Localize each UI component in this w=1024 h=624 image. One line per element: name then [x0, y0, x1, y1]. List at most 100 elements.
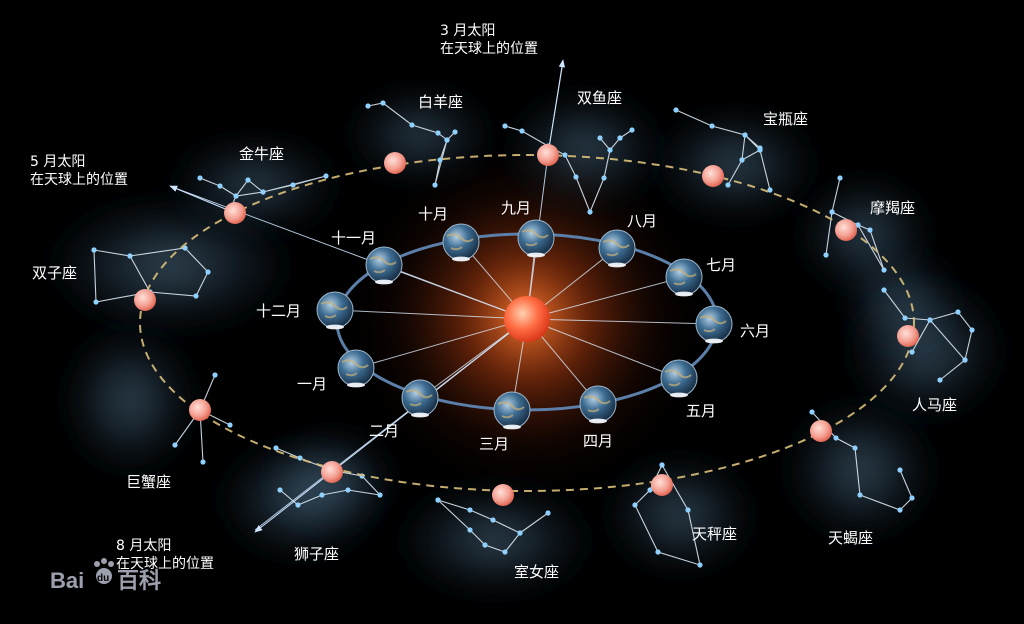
star-sagittarius-1 — [902, 315, 908, 321]
spoke-10 — [383, 264, 528, 320]
star-capricorn-0 — [837, 175, 843, 181]
watermark-brand: Bai — [50, 568, 84, 593]
month-label-feb: 二月 — [369, 422, 399, 440]
month-label-dec: 十二月 — [256, 302, 301, 320]
star-gemini-8 — [93, 299, 99, 305]
star-aries-0 — [365, 103, 371, 109]
month-label-mar: 三月 — [479, 435, 509, 453]
star-virgo-8 — [467, 527, 473, 533]
star-capricorn-2 — [823, 252, 829, 258]
star-scorpio-5 — [909, 495, 915, 501]
spoke-4 — [526, 318, 680, 379]
earth-land-4 — [664, 369, 692, 387]
star-capricorn-6 — [867, 227, 873, 233]
star-taurus-6 — [260, 189, 266, 195]
star-libra-4 — [697, 562, 703, 568]
sun — [504, 296, 550, 342]
earth-ice-5 — [705, 338, 723, 344]
star-cancer-6 — [227, 422, 233, 428]
star-virgo-9 — [435, 497, 441, 503]
nebula-glow-layer — [30, 90, 1010, 595]
star-aquarius-8 — [739, 157, 745, 163]
note-august-line2: 在天球上的位置 — [116, 556, 214, 572]
star-gemini-6 — [127, 253, 133, 259]
sun-marker-6 — [651, 474, 673, 496]
star-leo-7 — [295, 502, 301, 508]
constellation-label-libra: 天秤座 — [692, 525, 737, 543]
earth-3 — [579, 385, 617, 423]
star-sagittarius-6 — [937, 377, 943, 383]
earth-land-0 — [341, 359, 369, 377]
star-pisces-9 — [629, 127, 635, 133]
nebula-glow-0 — [30, 195, 310, 335]
ecliptic-ring — [139, 154, 915, 492]
watermark-paw-text: du — [97, 573, 109, 584]
star-taurus-8 — [233, 193, 239, 199]
note-march-line1: 3 月太阳 — [440, 23, 495, 39]
star-scorpio-0 — [809, 409, 815, 415]
constellation-label-scorpio: 天蝎座 — [828, 529, 873, 547]
sun-marker-11 — [224, 202, 246, 224]
constellation-lines-virgo — [437, 499, 549, 553]
constellation-layer — [91, 100, 975, 568]
star-sagittarius-8 — [927, 317, 933, 323]
earth-10 — [365, 246, 403, 284]
note-august-line1: 8 月太阳 — [116, 538, 171, 554]
constellation-label-leo: 狮子座 — [294, 545, 339, 563]
constellation-label-pisces: 双鱼座 — [577, 89, 622, 107]
constellation-label-capricorn: 摩羯座 — [870, 199, 915, 217]
star-leo-0 — [273, 445, 279, 451]
star-sagittarius-7 — [962, 357, 968, 363]
sun-marker-2 — [702, 165, 724, 187]
star-aries-1 — [380, 100, 386, 106]
arrow-august — [254, 318, 528, 533]
constellation-label-cancer: 巨蟹座 — [126, 473, 171, 491]
star-sagittarius-9 — [909, 349, 915, 355]
spoke-5 — [526, 318, 715, 325]
star-pisces-3 — [562, 152, 568, 158]
note-march-line2: 在天球上的位置 — [440, 41, 538, 57]
star-gemini-4 — [193, 293, 199, 299]
nebula-glow-13 — [840, 250, 960, 350]
star-libra-1 — [647, 487, 653, 493]
star-taurus-1 — [217, 183, 223, 189]
star-pisces-4 — [573, 174, 579, 180]
sun-marker-7 — [492, 484, 514, 506]
earth-ice-9 — [452, 256, 470, 262]
star-aquarius-10 — [757, 145, 763, 151]
star-cancer-4 — [200, 459, 206, 465]
earth-ice-4 — [670, 392, 688, 398]
earth-land-10 — [369, 256, 397, 274]
nebula-glow-8 — [645, 110, 825, 220]
star-pisces-11 — [607, 147, 613, 153]
month-label-sep: 九月 — [501, 199, 531, 217]
spoke-6 — [526, 276, 685, 320]
star-pisces-12 — [597, 135, 603, 141]
constellation-lines-taurus — [199, 175, 327, 216]
star-virgo-4 — [545, 510, 551, 516]
star-taurus-0 — [197, 175, 203, 181]
star-aquarius-0 — [673, 107, 679, 113]
star-libra-5 — [685, 507, 691, 513]
star-aries-7 — [444, 137, 450, 143]
sun-marker-5 — [810, 420, 832, 442]
month-label-apr: 四月 — [583, 432, 613, 450]
star-pisces-1 — [519, 128, 525, 134]
star-gemini-9 — [91, 247, 97, 253]
star-virgo-1 — [467, 507, 473, 513]
sun-marker-0 — [384, 152, 406, 174]
earth-land-1 — [405, 389, 433, 407]
earth-ice-2 — [503, 424, 521, 430]
sun-marker-9 — [189, 399, 211, 421]
star-capricorn-5 — [881, 267, 887, 273]
constellation-label-gemini: 双子座 — [32, 264, 77, 282]
month-label-nov: 十一月 — [331, 229, 376, 247]
sun-marker-4 — [897, 325, 919, 347]
star-aries-6 — [432, 182, 438, 188]
month-label-may: 五月 — [686, 402, 716, 420]
star-aquarius-7 — [725, 182, 731, 188]
star-libra-3 — [655, 549, 661, 555]
note-may-line2: 在天球上的位置 — [30, 172, 128, 188]
month-label-jun: 六月 — [740, 322, 770, 340]
